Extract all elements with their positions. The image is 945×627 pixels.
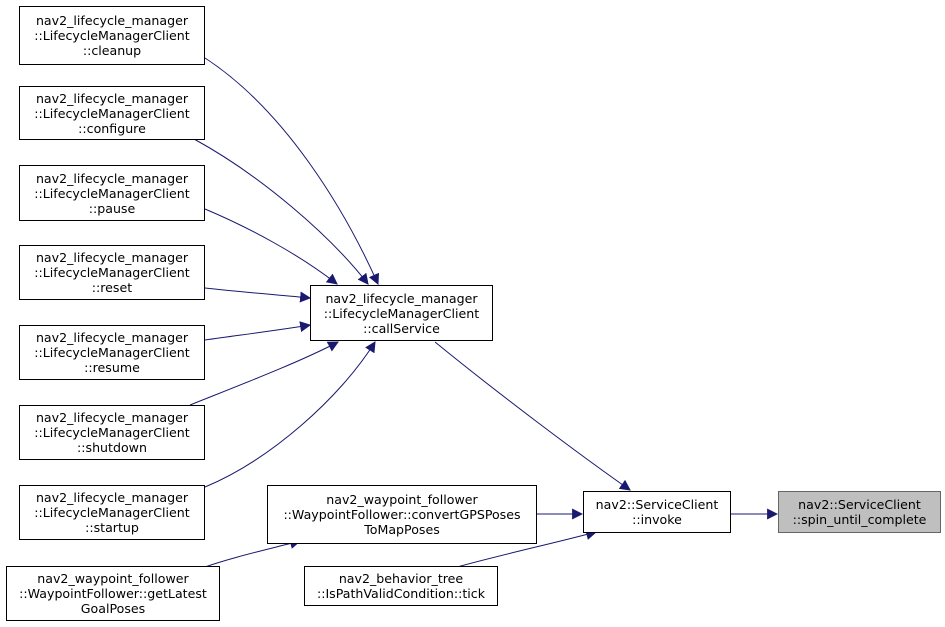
node-cleanup-line-2: ::LifecycleManagerClient bbox=[34, 28, 190, 43]
node-reset-line-3: ::reset bbox=[91, 280, 133, 295]
node-reset-line-1: nav2_lifecycle_manager bbox=[35, 250, 189, 265]
edge-startup-to-callservice bbox=[204, 341, 376, 488]
node-convertgpsposes-line-1: nav2_waypoint_follower bbox=[326, 492, 478, 507]
node-callservice-line-2: ::LifecycleManagerClient bbox=[323, 305, 480, 321]
node-invoke-line-1: nav2::ServiceClient bbox=[595, 497, 719, 512]
node-spin-until-complete-line-1: nav2::ServiceClient bbox=[798, 497, 921, 512]
node-ispathvalid-tick-line-1: nav2_behavior_tree bbox=[338, 571, 464, 586]
edge-shutdown-to-callservice bbox=[189, 341, 339, 406]
node-startup[interactable]: nav2_lifecycle_manager ::LifecycleManage… bbox=[19, 485, 205, 540]
node-callservice[interactable]: nav2_lifecycle_manager ::LifecycleManage… bbox=[310, 285, 493, 341]
node-pause-line-2: ::LifecycleManagerClient bbox=[34, 185, 190, 201]
node-spin-until-complete-line-2: ::spin_until_complete bbox=[792, 512, 927, 527]
node-getlatestgoalposes-line-1: nav2_waypoint_follower bbox=[37, 571, 189, 586]
node-spin-until-complete: nav2::ServiceClient ::spin_until_complet… bbox=[778, 491, 941, 533]
node-shutdown-line-2: ::LifecycleManagerClient bbox=[34, 425, 190, 440]
edge-reset-to-callservice bbox=[204, 287, 312, 303]
node-cleanup[interactable]: nav2_lifecycle_manager ::LifecycleManage… bbox=[19, 6, 205, 65]
edge-resume-to-callservice bbox=[204, 321, 312, 341]
node-convertgpsposes-line-2: ::WaypointFollower::convertGPSPoses bbox=[283, 507, 521, 522]
node-cleanup-line-3: ::cleanup bbox=[82, 43, 142, 58]
node-shutdown-line-3: ::shutdown bbox=[77, 440, 147, 455]
node-callservice-line-3: ::callService bbox=[363, 320, 440, 336]
node-startup-line-1: nav2_lifecycle_manager bbox=[35, 490, 189, 505]
node-shutdown[interactable]: nav2_lifecycle_manager ::LifecycleManage… bbox=[19, 405, 205, 460]
node-getlatestgoalposes-line-2: ::WaypointFollower::getLatest bbox=[19, 586, 207, 601]
node-reset[interactable]: nav2_lifecycle_manager ::LifecycleManage… bbox=[19, 245, 205, 300]
node-ispathvalid-tick[interactable]: nav2_behavior_tree ::IsPathValidConditio… bbox=[304, 566, 498, 606]
edge-getlatest-to-convertgps bbox=[204, 538, 302, 568]
edge-callservice-to-invoke bbox=[434, 341, 631, 491]
node-startup-line-2: ::LifecycleManagerClient bbox=[34, 505, 190, 520]
edge-tick-to-invoke bbox=[456, 529, 598, 568]
edge-configure-to-callservice bbox=[193, 138, 369, 285]
node-getlatestgoalposes[interactable]: nav2_waypoint_follower ::WaypointFollowe… bbox=[6, 566, 220, 621]
node-shutdown-line-1: nav2_lifecycle_manager bbox=[35, 410, 189, 425]
node-resume-line-1: nav2_lifecycle_manager bbox=[35, 330, 189, 345]
node-resume[interactable]: nav2_lifecycle_manager ::LifecycleManage… bbox=[19, 325, 205, 380]
node-configure-line-2: ::LifecycleManagerClient bbox=[34, 105, 190, 121]
node-pause[interactable]: nav2_lifecycle_manager ::LifecycleManage… bbox=[19, 165, 205, 221]
node-pause-line-3: ::pause bbox=[88, 200, 136, 216]
node-convertgpsposes[interactable]: nav2_waypoint_follower ::WaypointFollowe… bbox=[267, 485, 537, 544]
node-resume-line-2: ::LifecycleManagerClient bbox=[34, 345, 190, 360]
node-pause-line-1: nav2_lifecycle_manager bbox=[35, 170, 189, 186]
node-startup-line-3: ::startup bbox=[85, 520, 139, 535]
node-ispathvalid-tick-line-2: ::IsPathValidCondition::tick bbox=[316, 586, 485, 601]
node-callservice-line-1: nav2_lifecycle_manager bbox=[325, 290, 478, 306]
node-invoke-line-2: ::invoke bbox=[632, 512, 682, 527]
edge-cleanup-to-callservice bbox=[204, 57, 379, 286]
node-resume-line-3: ::resume bbox=[84, 360, 140, 375]
node-getlatestgoalposes-line-3: GoalPoses bbox=[80, 601, 146, 616]
node-convertgpsposes-line-3: ToMapPoses bbox=[364, 522, 440, 537]
edge-pause-to-callservice bbox=[204, 208, 338, 285]
node-cleanup-line-1: nav2_lifecycle_manager bbox=[35, 13, 189, 28]
node-configure[interactable]: nav2_lifecycle_manager ::LifecycleManage… bbox=[19, 86, 205, 140]
node-configure-line-3: ::configure bbox=[78, 120, 146, 136]
node-reset-line-2: ::LifecycleManagerClient bbox=[34, 265, 190, 280]
node-invoke[interactable]: nav2::ServiceClient ::invoke bbox=[583, 491, 731, 533]
node-configure-line-1: nav2_lifecycle_manager bbox=[35, 90, 189, 106]
